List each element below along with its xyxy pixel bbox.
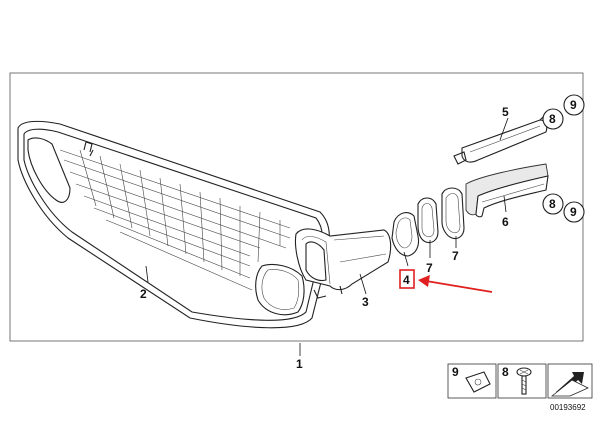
air-duct-part — [294, 228, 392, 299]
direction-arrow-icon — [550, 372, 589, 397]
legend-clip-number: 8 — [502, 365, 509, 379]
highlight-arrow — [418, 275, 493, 293]
callout-duct: 3 — [362, 295, 369, 309]
callout-upper-bracket: 5 — [502, 105, 509, 119]
lower-bracket-part — [465, 163, 549, 218]
callout-gasket-b: 7 — [452, 249, 459, 263]
callout-grille: 2 — [140, 287, 147, 301]
gasket-a-part — [417, 197, 439, 244]
nut-icon — [465, 371, 491, 393]
callout-clip-bottom: 8 — [549, 197, 556, 211]
assembly-frame — [9, 72, 584, 342]
hardware-legend: 9 8 00193692 — [447, 363, 593, 412]
callout-clip-top: 8 — [549, 112, 556, 126]
callout-seal: 4 — [403, 273, 410, 287]
grille-part — [17, 120, 330, 329]
legend-screw-number: 9 — [452, 365, 459, 379]
callout-screw-top: 9 — [570, 98, 577, 112]
circled-callouts-top: 8 9 — [542, 94, 585, 130]
upper-bracket-part — [453, 113, 551, 165]
circled-callouts-bottom: 8 9 — [542, 193, 585, 223]
callout-lower-bracket: 6 — [502, 215, 509, 229]
callout-screw-bottom: 9 — [570, 205, 577, 219]
highlight-box — [399, 269, 415, 289]
diagram-id: 00193692 — [550, 403, 586, 412]
callout-frame: 1 — [296, 357, 303, 371]
seal-part — [391, 212, 420, 257]
screw-icon — [516, 367, 532, 395]
callout-gasket-a: 7 — [426, 261, 433, 275]
gasket-b-part — [441, 187, 465, 240]
